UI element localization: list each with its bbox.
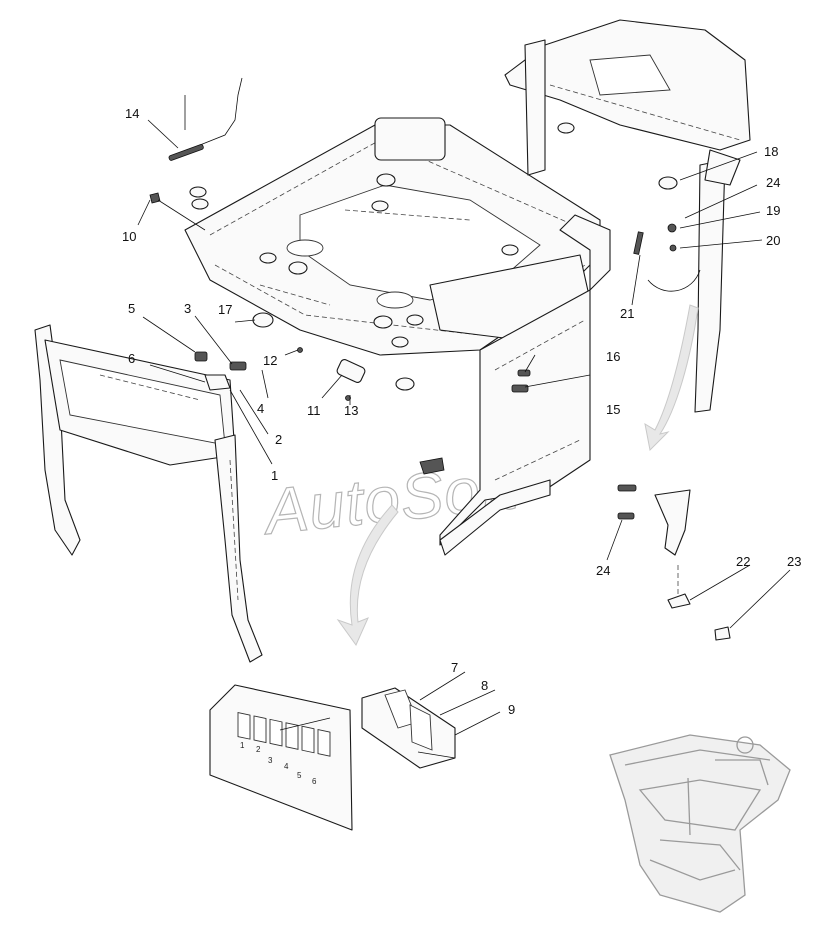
callout-22: 22 [736, 554, 750, 569]
part-19 [667, 223, 677, 233]
connector [419, 457, 445, 475]
callout-20: 20 [766, 233, 780, 248]
callout-12: 12 [263, 353, 277, 368]
callout-15: 15 [606, 402, 620, 417]
callout-21: 21 [620, 306, 634, 321]
callout-2: 2 [275, 432, 282, 447]
panel-number-2: 2 [256, 745, 261, 754]
callout-6: 6 [128, 351, 135, 366]
callout-1: 1 [271, 468, 278, 483]
panel-number-4: 4 [284, 762, 289, 771]
callout-8: 8 [481, 678, 488, 693]
switch-module [361, 687, 456, 769]
vehicle-thumbnail [609, 734, 791, 913]
callout-17: 17 [218, 302, 232, 317]
part-20 [669, 244, 677, 252]
detail-arrow-left [336, 504, 399, 646]
switch-5 [194, 351, 208, 362]
antenna-cable [168, 77, 243, 161]
left-front-frame [34, 324, 263, 663]
grommet-17 [252, 312, 274, 328]
screw-12 [297, 347, 303, 353]
panel-number-3: 3 [268, 756, 273, 765]
panel-number-1: 1 [240, 741, 245, 750]
callout-10: 10 [122, 229, 136, 244]
bracket-assembly [617, 484, 731, 641]
callout-16: 16 [606, 349, 620, 364]
clip-10 [149, 192, 206, 231]
leader-lines [137, 119, 791, 736]
right-lower-body [439, 214, 611, 556]
callout-7: 7 [451, 660, 458, 675]
callout-4: 4 [257, 401, 264, 416]
callout-23: 23 [787, 554, 801, 569]
callout-24-bottom: 24 [596, 563, 610, 578]
callout-14: 14 [125, 106, 139, 121]
right-rear-frame [504, 19, 751, 413]
grommets [189, 122, 678, 391]
switch-panel-detail: 1 2 3 4 5 6 [209, 684, 353, 831]
callout-9: 9 [508, 702, 515, 717]
part-15 [511, 384, 529, 393]
switch-3 [229, 361, 247, 371]
panel-number-5: 5 [297, 771, 302, 780]
part-21 [633, 231, 644, 255]
panel-number-6: 6 [312, 777, 317, 786]
callout-13: 13 [344, 403, 358, 418]
callout-11: 11 [307, 403, 321, 418]
screw-13 [345, 395, 351, 401]
detail-arrow-right [644, 304, 699, 452]
callout-5: 5 [128, 301, 135, 316]
callout-labels: 1 2 3 4 5 6 7 8 9 10 11 12 13 14 15 16 1… [122, 106, 801, 717]
callout-3: 3 [184, 301, 191, 316]
part-16 [517, 369, 531, 377]
callout-18: 18 [764, 144, 778, 159]
callout-19: 19 [766, 203, 780, 218]
bracket-6 [204, 374, 231, 391]
seal-11 [336, 359, 366, 383]
callout-24-top: 24 [766, 175, 780, 190]
